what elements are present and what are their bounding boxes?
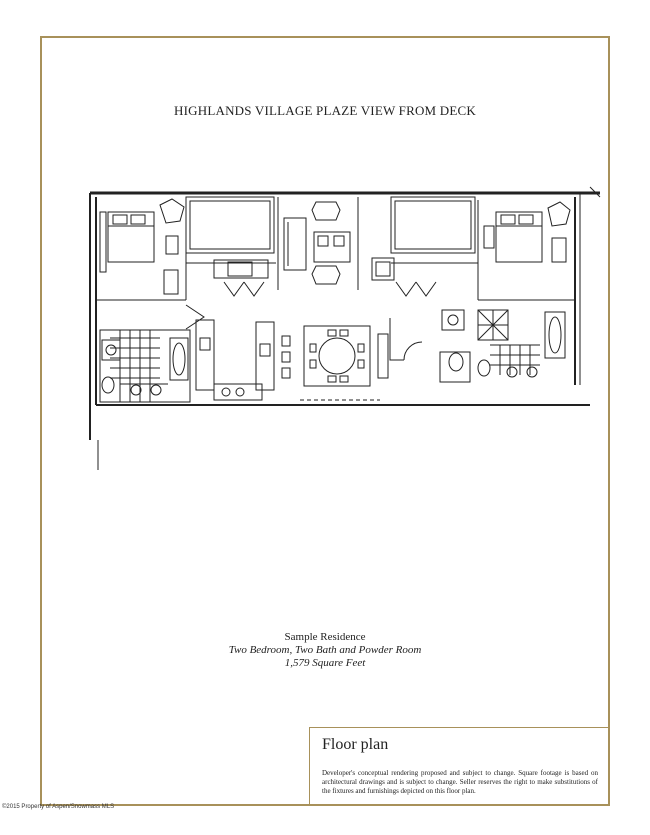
exterior-walls bbox=[89, 186, 601, 470]
floorplan-disclaimer: Developer's conceptual rendering propose… bbox=[322, 769, 598, 795]
hall bbox=[185, 304, 423, 361]
page-frame bbox=[40, 36, 610, 806]
residence-info: Sample Residence Two Bedroom, Two Bath a… bbox=[0, 631, 650, 670]
left-bedroom bbox=[96, 198, 187, 301]
copyright-text: ©2015 Property of Aspen/Snowmass MLS bbox=[2, 804, 115, 810]
residence-name: Sample Residence bbox=[284, 631, 366, 643]
residence-area: 1,579 Square Feet bbox=[284, 657, 366, 669]
left-bath bbox=[99, 329, 191, 403]
right-bedroom bbox=[477, 200, 575, 301]
closets bbox=[213, 257, 437, 297]
living-room bbox=[277, 197, 359, 290]
floorplan-heading: Floor plan bbox=[322, 736, 389, 753]
floorplan-box bbox=[309, 727, 610, 806]
kitchen bbox=[195, 319, 291, 401]
plan-title: HIGHLANDS VILLAGE PLAZE VIEW FROM DECK bbox=[174, 103, 476, 118]
dining bbox=[300, 325, 389, 401]
right-bath bbox=[439, 309, 566, 383]
balcony-rooms bbox=[185, 196, 478, 264]
residence-description: Two Bedroom, Two Bath and Powder Room bbox=[228, 644, 422, 656]
